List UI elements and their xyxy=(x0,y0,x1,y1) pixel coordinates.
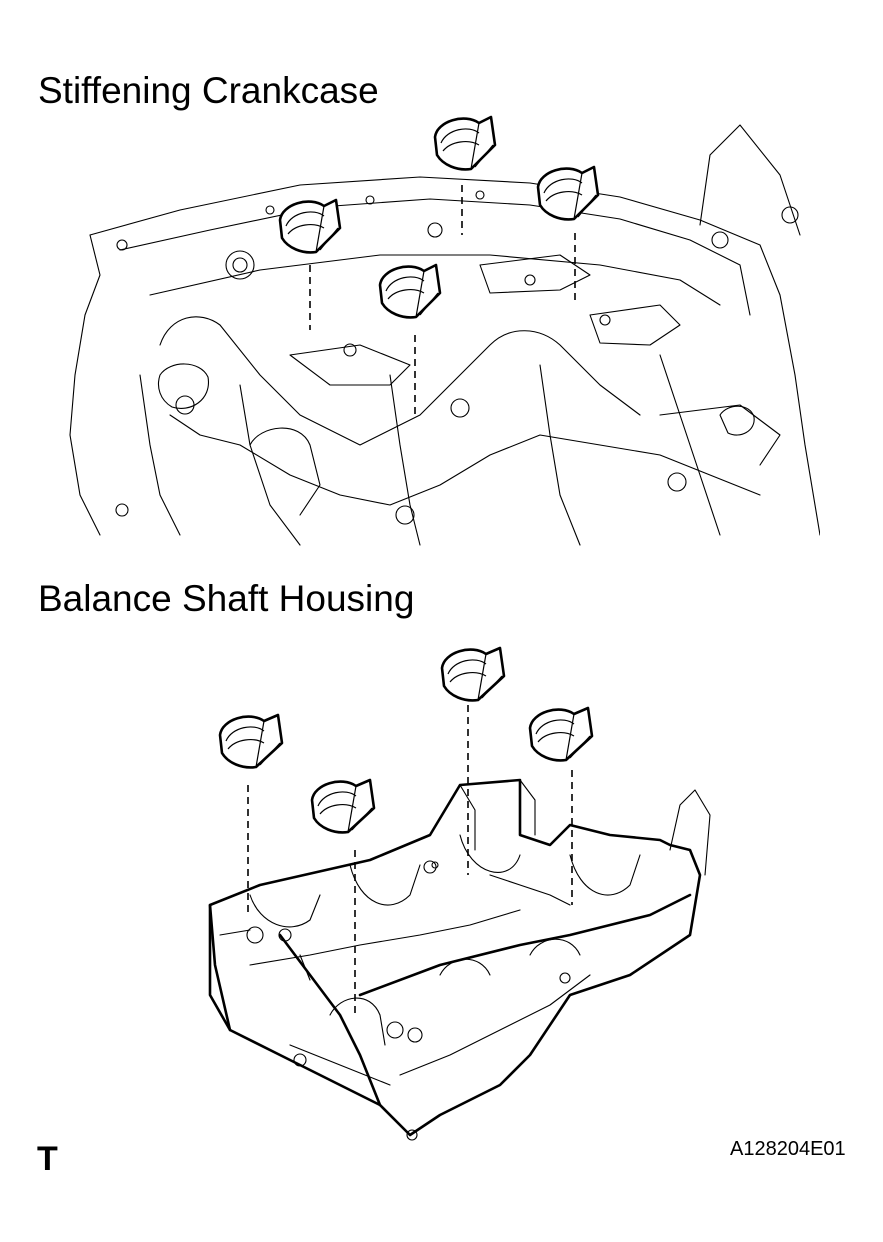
crankcase-bearing-3 xyxy=(433,115,497,171)
section-title-balance-shaft-housing: Balance Shaft Housing xyxy=(38,578,415,619)
housing-bearing-1 xyxy=(218,713,284,769)
section-title-stiffening-crankcase: Stiffening Crankcase xyxy=(38,70,379,111)
crankcase-bearing-4 xyxy=(536,165,600,221)
housing-outline xyxy=(208,778,711,1141)
housing-bearing-3 xyxy=(440,646,506,702)
crankcase-bearing-1 xyxy=(278,198,342,254)
crankcase-bearing-2 xyxy=(378,263,442,319)
housing-bearing-4 xyxy=(528,706,594,762)
corner-mark: T xyxy=(37,1140,58,1178)
housing-guide-lines xyxy=(247,705,573,1015)
balance-shaft-housing-illustration xyxy=(208,646,711,1141)
figure-id: A128204E01 xyxy=(730,1138,846,1160)
stiffening-crankcase-illustration xyxy=(69,115,820,546)
housing-bearing-2 xyxy=(310,778,376,834)
crankcase-outline xyxy=(69,124,820,546)
crankcase-guide-lines xyxy=(309,185,576,415)
